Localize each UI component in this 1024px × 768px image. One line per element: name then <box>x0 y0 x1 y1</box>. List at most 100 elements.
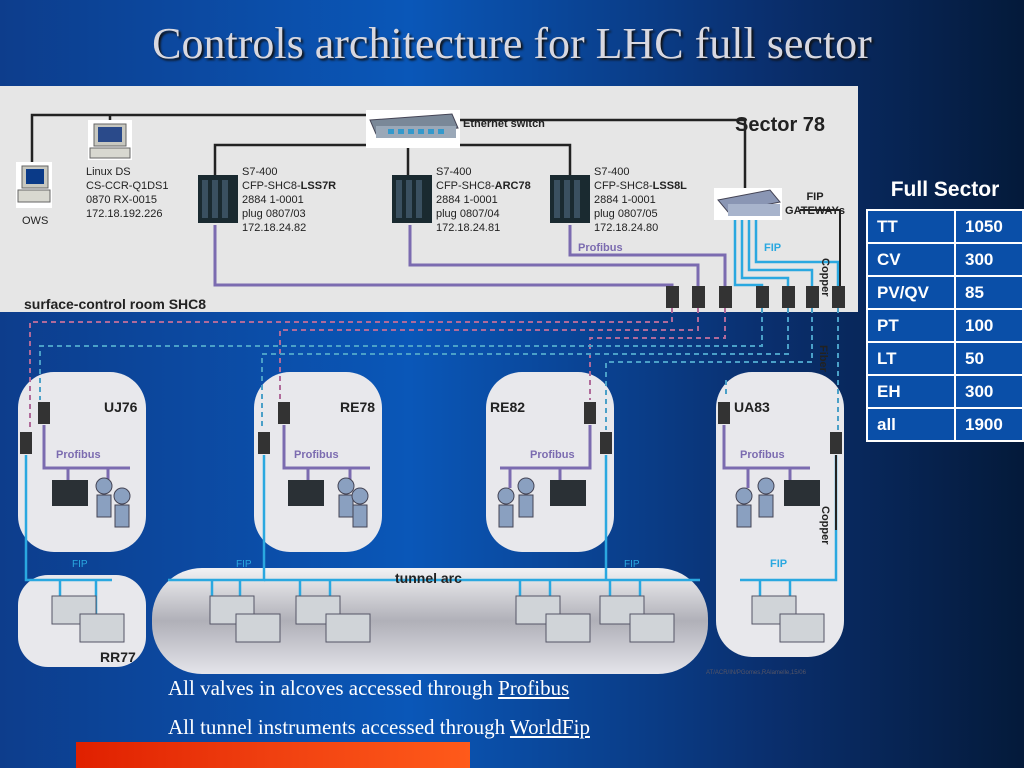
ua83-copper-label: Copper <box>819 506 831 545</box>
row-type: PV/QV <box>866 275 956 310</box>
re78-label: RE78 <box>340 399 375 415</box>
svg-text:CFP-SHC8-ARC78: CFP-SHC8-ARC78 <box>436 180 531 192</box>
row-type: all <box>866 407 956 442</box>
svg-text:172.18.24.82: 172.18.24.82 <box>242 222 306 234</box>
svg-text:FIP: FIP <box>770 558 787 570</box>
full-sector-title: Full Sector <box>890 178 1000 201</box>
row-count: 1050 <box>954 209 1024 244</box>
fiber-profibus-lines <box>29 308 726 430</box>
fip-segment-labels: FIP FIP FIP FIP <box>72 558 787 570</box>
row-count: 1900 <box>954 407 1024 442</box>
svg-text:plug 0807/05: plug 0807/05 <box>594 208 658 220</box>
plc-rack-lss7r-icon <box>198 175 238 223</box>
alcove-profibus-lines <box>42 425 810 488</box>
svg-text:CFP-SHC8-LSS7R: CFP-SHC8-LSS7R <box>242 180 336 192</box>
row-type: CV <box>866 242 956 277</box>
row-type: EH <box>866 374 956 409</box>
re82-label: RE82 <box>490 399 525 415</box>
svg-text:2884 1-0001: 2884 1-0001 <box>594 194 656 206</box>
svg-text:S7-400: S7-400 <box>594 166 629 178</box>
svg-text:CS-CCR-Q1DS1: CS-CCR-Q1DS1 <box>86 180 169 192</box>
svg-text:FIP: FIP <box>806 191 823 203</box>
linux-ds-info: Linux DS CS-CCR-Q1DS1 0870 RX-0015 172.1… <box>86 166 169 220</box>
tunnel-arc-tube <box>152 568 708 674</box>
row-count: 300 <box>954 242 1024 277</box>
linux-ds-computer-icon <box>88 120 132 160</box>
alcove-re82 <box>486 372 614 552</box>
footer-line-worldfip: All tunnel instruments accessed through … <box>168 715 590 739</box>
accent-bar <box>76 742 470 768</box>
ua83-label: UA83 <box>734 399 770 415</box>
fiber-fip-lines <box>39 308 839 430</box>
fip-gateways-label: FIP GATEWAYs <box>785 191 845 217</box>
fip-surface-label: FIP <box>764 242 781 254</box>
fip-gateway-icon <box>714 188 782 220</box>
row-count: 300 <box>954 374 1024 409</box>
row-count: 100 <box>954 308 1024 343</box>
svg-text:172.18.192.226: 172.18.192.226 <box>86 208 162 220</box>
profibus-surface-label: Profibus <box>578 242 623 254</box>
row-count: 50 <box>954 341 1024 376</box>
svg-text:Profibus: Profibus <box>56 449 101 461</box>
svg-text:172.18.24.81: 172.18.24.81 <box>436 222 500 234</box>
ows-label: OWS <box>22 215 48 227</box>
svg-text:GATEWAYs: GATEWAYs <box>785 205 845 217</box>
repeater-row <box>666 286 845 308</box>
fip-surface-lines <box>733 218 840 292</box>
svg-text:S7-400: S7-400 <box>436 166 471 178</box>
sector-label: Sector 78 <box>735 114 825 136</box>
alcove-repeaters <box>20 402 842 454</box>
svg-text:S7-400: S7-400 <box>242 166 277 178</box>
alcove-io-modules <box>52 480 820 506</box>
profibus-link[interactable]: Profibus <box>498 676 570 700</box>
svg-text:plug 0807/04: plug 0807/04 <box>436 208 500 220</box>
row-type: TT <box>866 209 956 244</box>
plc-lss8l-info: S7-400 CFP-SHC8-LSS8L 2884 1-0001 plug 0… <box>594 166 687 234</box>
uj76-label: UJ76 <box>104 399 138 415</box>
fiber-label: Fiber <box>817 345 829 373</box>
svg-text:2884 1-0001: 2884 1-0001 <box>436 194 498 206</box>
svg-text:Profibus: Profibus <box>294 449 339 461</box>
ethernet-switch-icon <box>366 110 460 148</box>
plc-arc78-info: S7-400 CFP-SHC8-ARC78 2884 1-0001 plug 0… <box>436 166 531 234</box>
svg-text:FIP: FIP <box>236 559 252 570</box>
copper-surface-label: Copper <box>819 258 831 297</box>
copper-line <box>800 209 841 292</box>
svg-text:Profibus: Profibus <box>530 449 575 461</box>
row-type: LT <box>866 341 956 376</box>
svg-text:CFP-SHC8-LSS8L: CFP-SHC8-LSS8L <box>594 180 687 192</box>
svg-text:plug 0807/03: plug 0807/03 <box>242 208 306 220</box>
tunnel-arc-label: tunnel arc <box>395 570 462 586</box>
svg-text:FIP: FIP <box>624 559 640 570</box>
svg-text:0870 RX-0015: 0870 RX-0015 <box>86 194 157 206</box>
valve-icons <box>95 477 775 528</box>
svg-text:2884 1-0001: 2884 1-0001 <box>242 194 304 206</box>
plc-rack-arc78-icon <box>392 175 432 223</box>
credit-text: AT/ACR/IN/PGomes,RAlamelle,15/06 <box>706 670 807 676</box>
svg-text:Linux DS: Linux DS <box>86 166 131 178</box>
slide-title: Controls architecture for LHC full secto… <box>152 19 872 68</box>
worldfip-link[interactable]: WorldFip <box>509 715 590 739</box>
svg-text:172.18.24.80: 172.18.24.80 <box>594 222 658 234</box>
surface-room-label: surface-control room SHC8 <box>24 296 206 312</box>
ows-computer-icon <box>16 162 52 208</box>
svg-text:FIP: FIP <box>72 559 88 570</box>
alcove-ua83 <box>716 372 844 657</box>
svg-text:Profibus: Profibus <box>740 449 785 461</box>
plc-lss7r-info: S7-400 CFP-SHC8-LSS7R 2884 1-0001 plug 0… <box>242 166 336 234</box>
tunnel-instrument-crates <box>51 595 825 643</box>
ethernet-switch-label: Ethernet switch <box>463 118 545 130</box>
alcove-profibus-labels: Profibus Profibus Profibus Profibus <box>56 449 785 461</box>
row-count: 85 <box>954 275 1024 310</box>
row-type: PT <box>866 308 956 343</box>
